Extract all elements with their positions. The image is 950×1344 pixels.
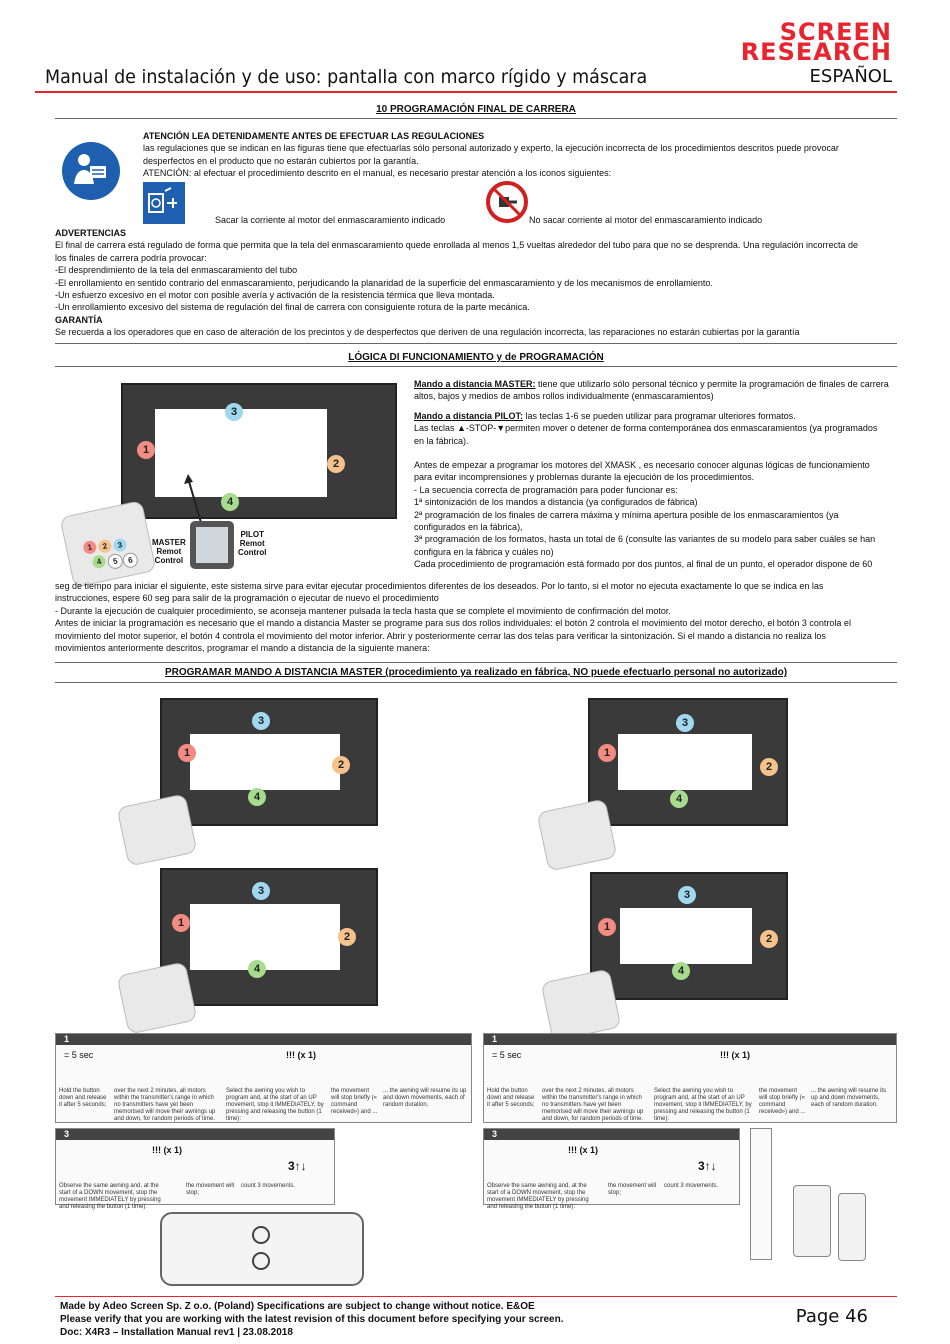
section-heading: 10 PROGRAMACIÓN FINAL DE CARRERA bbox=[376, 104, 576, 115]
receiver-diagram bbox=[160, 1212, 364, 1286]
divider bbox=[55, 662, 897, 663]
step-panel-3-right: 3 !!! (x 1) 3↑↓ Observe the same awning … bbox=[483, 1128, 740, 1210]
motor-3-badge: 3 bbox=[225, 403, 243, 421]
attention-block: ATENCIÓN LEA DETENIDAMENTE ANTES DE EFEC… bbox=[143, 131, 839, 179]
frame-diagram-3: 3 1 2 4 bbox=[160, 868, 378, 1006]
remote-diagram-2 bbox=[536, 798, 618, 872]
language-label: ESPAÑOL bbox=[809, 66, 892, 87]
unplug-icon bbox=[143, 182, 185, 224]
screen-opening bbox=[155, 409, 327, 497]
remote-diagram-4 bbox=[540, 968, 622, 1042]
brand-logo: SCREEN RESEARCH bbox=[740, 18, 892, 66]
motor-2-badge: 2 bbox=[327, 455, 345, 473]
pointer-arrow-icon bbox=[184, 474, 203, 527]
do-not-unplug-caption: No sacar corriente al motor del enmascar… bbox=[529, 215, 763, 225]
screen-frame-diagram: 3 1 2 4 bbox=[121, 383, 397, 519]
remote-open-diagram bbox=[793, 1185, 831, 1257]
frame-diagram-1: 3 1 2 4 bbox=[160, 698, 378, 826]
do-not-unplug-icon bbox=[486, 181, 528, 223]
remote-cover-diagram bbox=[838, 1193, 866, 1261]
divider bbox=[55, 343, 897, 344]
unplug-caption: Sacar la corriente al motor del enmascar… bbox=[215, 215, 446, 225]
step-panel-1-2-right: 1 Hold the button down and release it af… bbox=[483, 1033, 897, 1123]
frame-diagram-2: 3 1 2 4 bbox=[588, 698, 788, 826]
pilot-remote-label: PILOT Remot Control bbox=[238, 530, 267, 557]
section-heading: PROGRAMAR MANDO A DISTANCIA MASTER (proc… bbox=[164, 667, 788, 678]
timer-icon: = 5 sec bbox=[64, 1050, 94, 1060]
section-heading: LÓGICA DI FUNCIONAMIENTO y de PROGRAMACI… bbox=[348, 352, 604, 363]
divider bbox=[55, 682, 897, 683]
remote-diagram-1 bbox=[116, 793, 198, 867]
pilot-remote bbox=[190, 521, 234, 569]
master-remote: 1 2 3 4 5 6 bbox=[59, 500, 157, 588]
warnings-block: ADVERTENCIAS El final de carrera está re… bbox=[55, 228, 859, 338]
step-panel-1-2-left: 1 Hold the button down and release it af… bbox=[55, 1033, 472, 1123]
read-manual-icon bbox=[62, 142, 120, 200]
logic-full-text: seg de tiempo para iniciar el siguiente,… bbox=[55, 581, 851, 654]
master-remote-label: MASTER Remot Control bbox=[152, 538, 186, 565]
logic-description: Mando a distancia MASTER: tiene que util… bbox=[414, 379, 889, 570]
step-panel-3-left: 3 !!! (x 1) 3↑↓ Observe the same awning … bbox=[55, 1128, 335, 1210]
divider bbox=[55, 118, 897, 119]
frame-diagram-4: 3 1 2 4 bbox=[590, 872, 788, 1000]
divider bbox=[55, 366, 897, 367]
receiver-side-diagram bbox=[750, 1128, 772, 1260]
motor-4-badge: 4 bbox=[221, 493, 239, 511]
page-title: Manual de instalación y de uso: pantalla… bbox=[45, 66, 648, 88]
remote-diagram-3 bbox=[116, 961, 198, 1035]
footer-divider bbox=[55, 1296, 897, 1297]
footer-text: Made by Adeo Screen Sp. Z o.o. (Poland) … bbox=[60, 1301, 564, 1338]
timer-icon: = 5 sec bbox=[492, 1050, 522, 1060]
header-divider bbox=[35, 91, 897, 93]
motor-1-badge: 1 bbox=[137, 441, 155, 459]
page-number: Page 46 bbox=[795, 1306, 868, 1327]
